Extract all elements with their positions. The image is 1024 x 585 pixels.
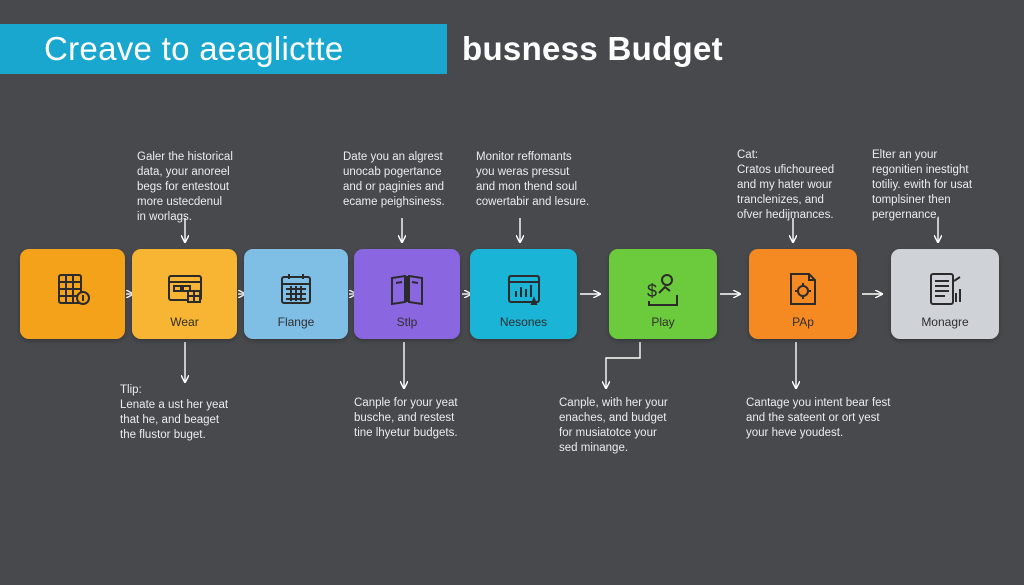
step-card-6: $ Play (609, 249, 717, 339)
book-icon (387, 269, 427, 309)
grid-window-icon (165, 269, 205, 309)
step-label-4: Stlp (396, 315, 418, 329)
note-below-3: Canple, with her your enaches, and budge… (559, 397, 668, 454)
bar-chart-icon (504, 269, 544, 309)
calendar-icon (276, 269, 316, 309)
note-above-4: Cat: Cratos ufichoureed and my hater wou… (737, 149, 835, 221)
document-gear-icon (783, 269, 823, 309)
page-title: busness Budget (462, 30, 723, 67)
svg-text:$: $ (647, 281, 657, 301)
step-label-5: Nesones (499, 315, 548, 329)
dollar-person-icon: $ (643, 269, 683, 309)
step-card-7: PAp (749, 249, 857, 339)
title-banner (0, 24, 447, 74)
note-above-3: Monitor reffomants you weras pressut and… (476, 151, 590, 208)
step-label-6: Play (651, 315, 675, 329)
step-card-8: Monagre (891, 249, 999, 339)
step-card-5: Nesones (470, 249, 577, 339)
step-label-3: Flange (277, 315, 315, 329)
step-label-7: PAp (792, 315, 814, 329)
note-below-2: Canple for your yeat busche, and restest… (354, 397, 458, 439)
report-icon (925, 269, 965, 309)
note-below-4: Cantage you intent bear fest and the sat… (746, 397, 891, 439)
step-card-3: Flange (244, 249, 348, 339)
step-card-4: Stlp (354, 249, 460, 339)
step-label-8: Monagre (921, 315, 969, 329)
spreadsheet-icon (53, 269, 93, 309)
note-above-5: Elter an your regonitien inestight totil… (872, 149, 973, 221)
note-above-1: Galer the historical data, your anoreel … (137, 151, 233, 223)
step-card-2: Wear (132, 249, 237, 339)
step-card-1 (20, 249, 125, 339)
arrow-below-3 (606, 342, 641, 388)
note-above-2: Date you an algrest unocab pogertance an… (343, 151, 445, 208)
step-label-2: Wear (170, 315, 199, 329)
page-title-highlighted: Creave to aeaglictte (44, 30, 344, 67)
note-below-1: Tlip: Lenate a ust her yeat that he, and… (120, 384, 229, 441)
